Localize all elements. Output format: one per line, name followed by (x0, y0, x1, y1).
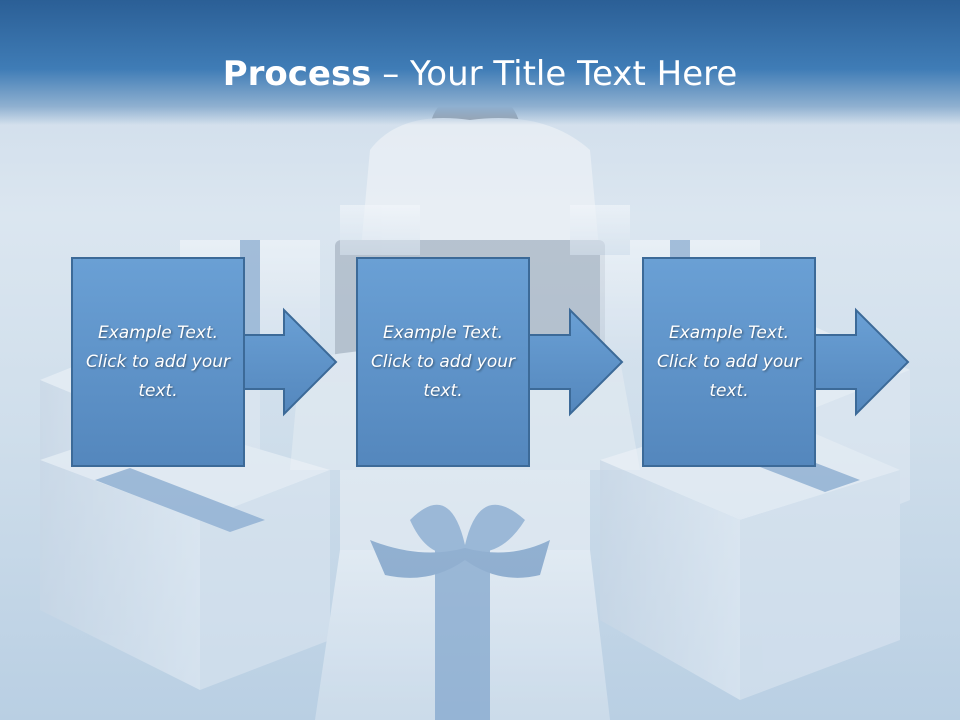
slide-title[interactable]: Process – Your Title Text Here (0, 52, 960, 96)
title-bold: Process (222, 54, 372, 94)
step-text-1[interactable]: Example Text. Click to add your text. (85, 322, 230, 401)
title-bar (0, 0, 960, 125)
step-text-3[interactable]: Example Text. Click to add your text. (656, 322, 801, 401)
title-rest: – Your Title Text Here (371, 54, 738, 94)
step-text-2[interactable]: Example Text. Click to add your text. (370, 322, 515, 401)
